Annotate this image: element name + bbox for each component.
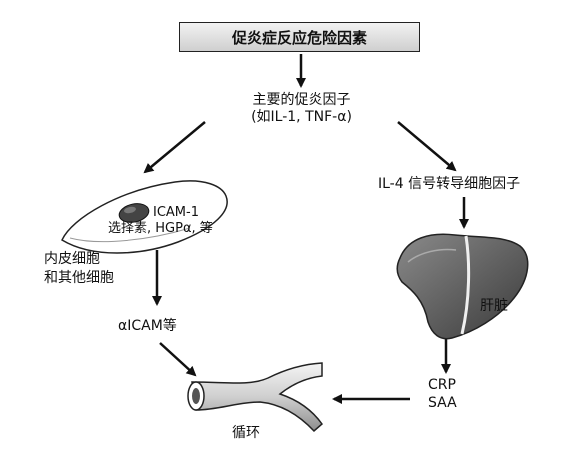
liver-label: 肝脏 — [480, 298, 508, 314]
icam1-label: ICAM-1 — [153, 205, 199, 220]
cell-label-line1: 内皮细胞 — [44, 251, 100, 267]
main-factors-line1: 主要的促炎因子 — [252, 92, 351, 108]
arrow-factors-to-il4 — [397, 121, 457, 172]
diagram-title: 促炎症反应危险因素 — [231, 28, 367, 47]
circulation-label: 循环 — [232, 425, 260, 441]
selectin-label: 选择素, HGPα, 等 — [108, 221, 213, 236]
main-factors-label: 主要的促炎因子 (如IL-1, TNF-α) — [234, 92, 369, 126]
title-box: 促炎症反应危险因素 — [179, 22, 420, 52]
main-factors-line2: (如IL-1, TNF-α) — [251, 109, 352, 125]
arrow-factors-to-cell — [143, 121, 206, 174]
cell-icon — [61, 180, 228, 254]
liver-icon — [396, 233, 529, 340]
saa-label: SAA — [428, 395, 457, 411]
blood-vessel-icon — [187, 362, 324, 433]
crp-label: CRP — [428, 377, 456, 393]
cell-label-line2: 和其他细胞 — [44, 270, 114, 286]
aicam-label: αICAM等 — [118, 318, 177, 334]
arrow-aicam-to-vessel — [159, 342, 197, 377]
il4-label: IL-4 信号转导细胞因子 — [378, 176, 521, 192]
